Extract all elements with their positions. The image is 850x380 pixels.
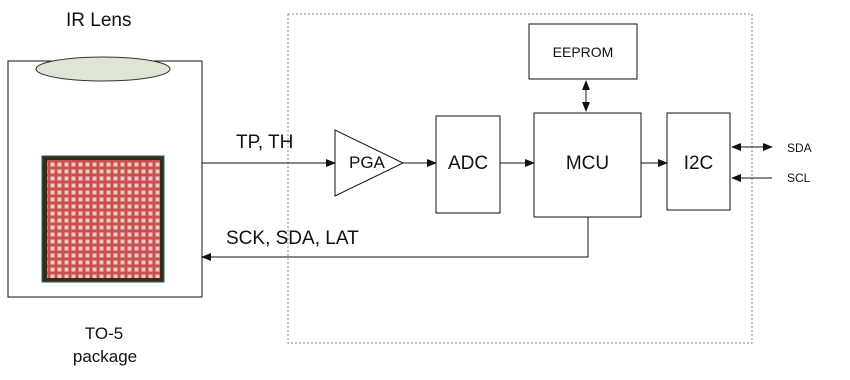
return-signal-label: SCK, SDA, LAT <box>226 228 359 249</box>
ir-lens <box>35 56 171 82</box>
scl-label: SCL <box>787 171 811 185</box>
sda-label: SDA <box>787 141 812 155</box>
adc-label: ADC <box>447 153 489 174</box>
package-label-line1: TO-5 <box>84 324 124 343</box>
return-signal-path <box>201 217 589 261</box>
eeprom-label: EEPROM <box>552 44 614 60</box>
adc-block <box>435 115 501 214</box>
input-signal-label: TP, TH <box>236 132 294 153</box>
package-label-line2: package <box>72 347 138 366</box>
ir-lens-label: IR Lens <box>66 10 132 31</box>
thermopile-sensor-array <box>41 155 165 283</box>
mcu-label: MCU <box>565 153 610 174</box>
mcu-block <box>533 112 642 218</box>
eeprom-block <box>528 23 638 80</box>
i2c-block <box>666 112 731 211</box>
i2c-label: I2C <box>683 153 714 174</box>
pga-label: PGA <box>349 153 385 172</box>
